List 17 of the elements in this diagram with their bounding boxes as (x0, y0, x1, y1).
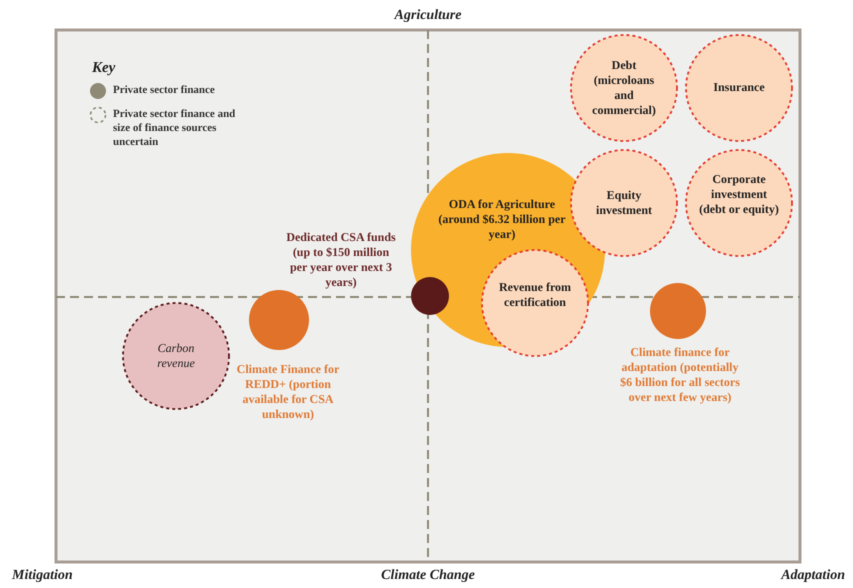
circle-label: Equity investment (595, 188, 653, 218)
finance-label: Climate Finance for REDD+ (portion available for CSA unknown) (236, 362, 340, 422)
circle-label: Insurance (712, 80, 766, 95)
axis-label: Climate Change (381, 568, 475, 584)
legend-text: Private sector finance (113, 83, 216, 97)
axis-label: Adaptation (781, 568, 845, 584)
finance-label: Climate finance for adaptation (potentially $6 billion for all sectors over next few years) (620, 345, 740, 405)
axis-label: Agriculture (394, 8, 462, 24)
circle-label: Carbon revenue (156, 341, 196, 371)
legend-title: Key (92, 60, 116, 77)
circle-label: Revenue from certification (498, 280, 572, 310)
circle-label: ODA for Agriculture (around $6.32 billion per year) (437, 197, 567, 242)
finance-label: Dedicated CSA funds (up to $150 million per year over next 3 years) (286, 230, 396, 290)
circle-label: Debt (microloans and commercial) (591, 58, 657, 118)
circle-label: Corporate investment (debt or equity) (698, 172, 780, 217)
legend-text: Private sector finance and size of finance sources uncertain (113, 107, 236, 149)
axis-label: Mitigation (12, 568, 73, 584)
